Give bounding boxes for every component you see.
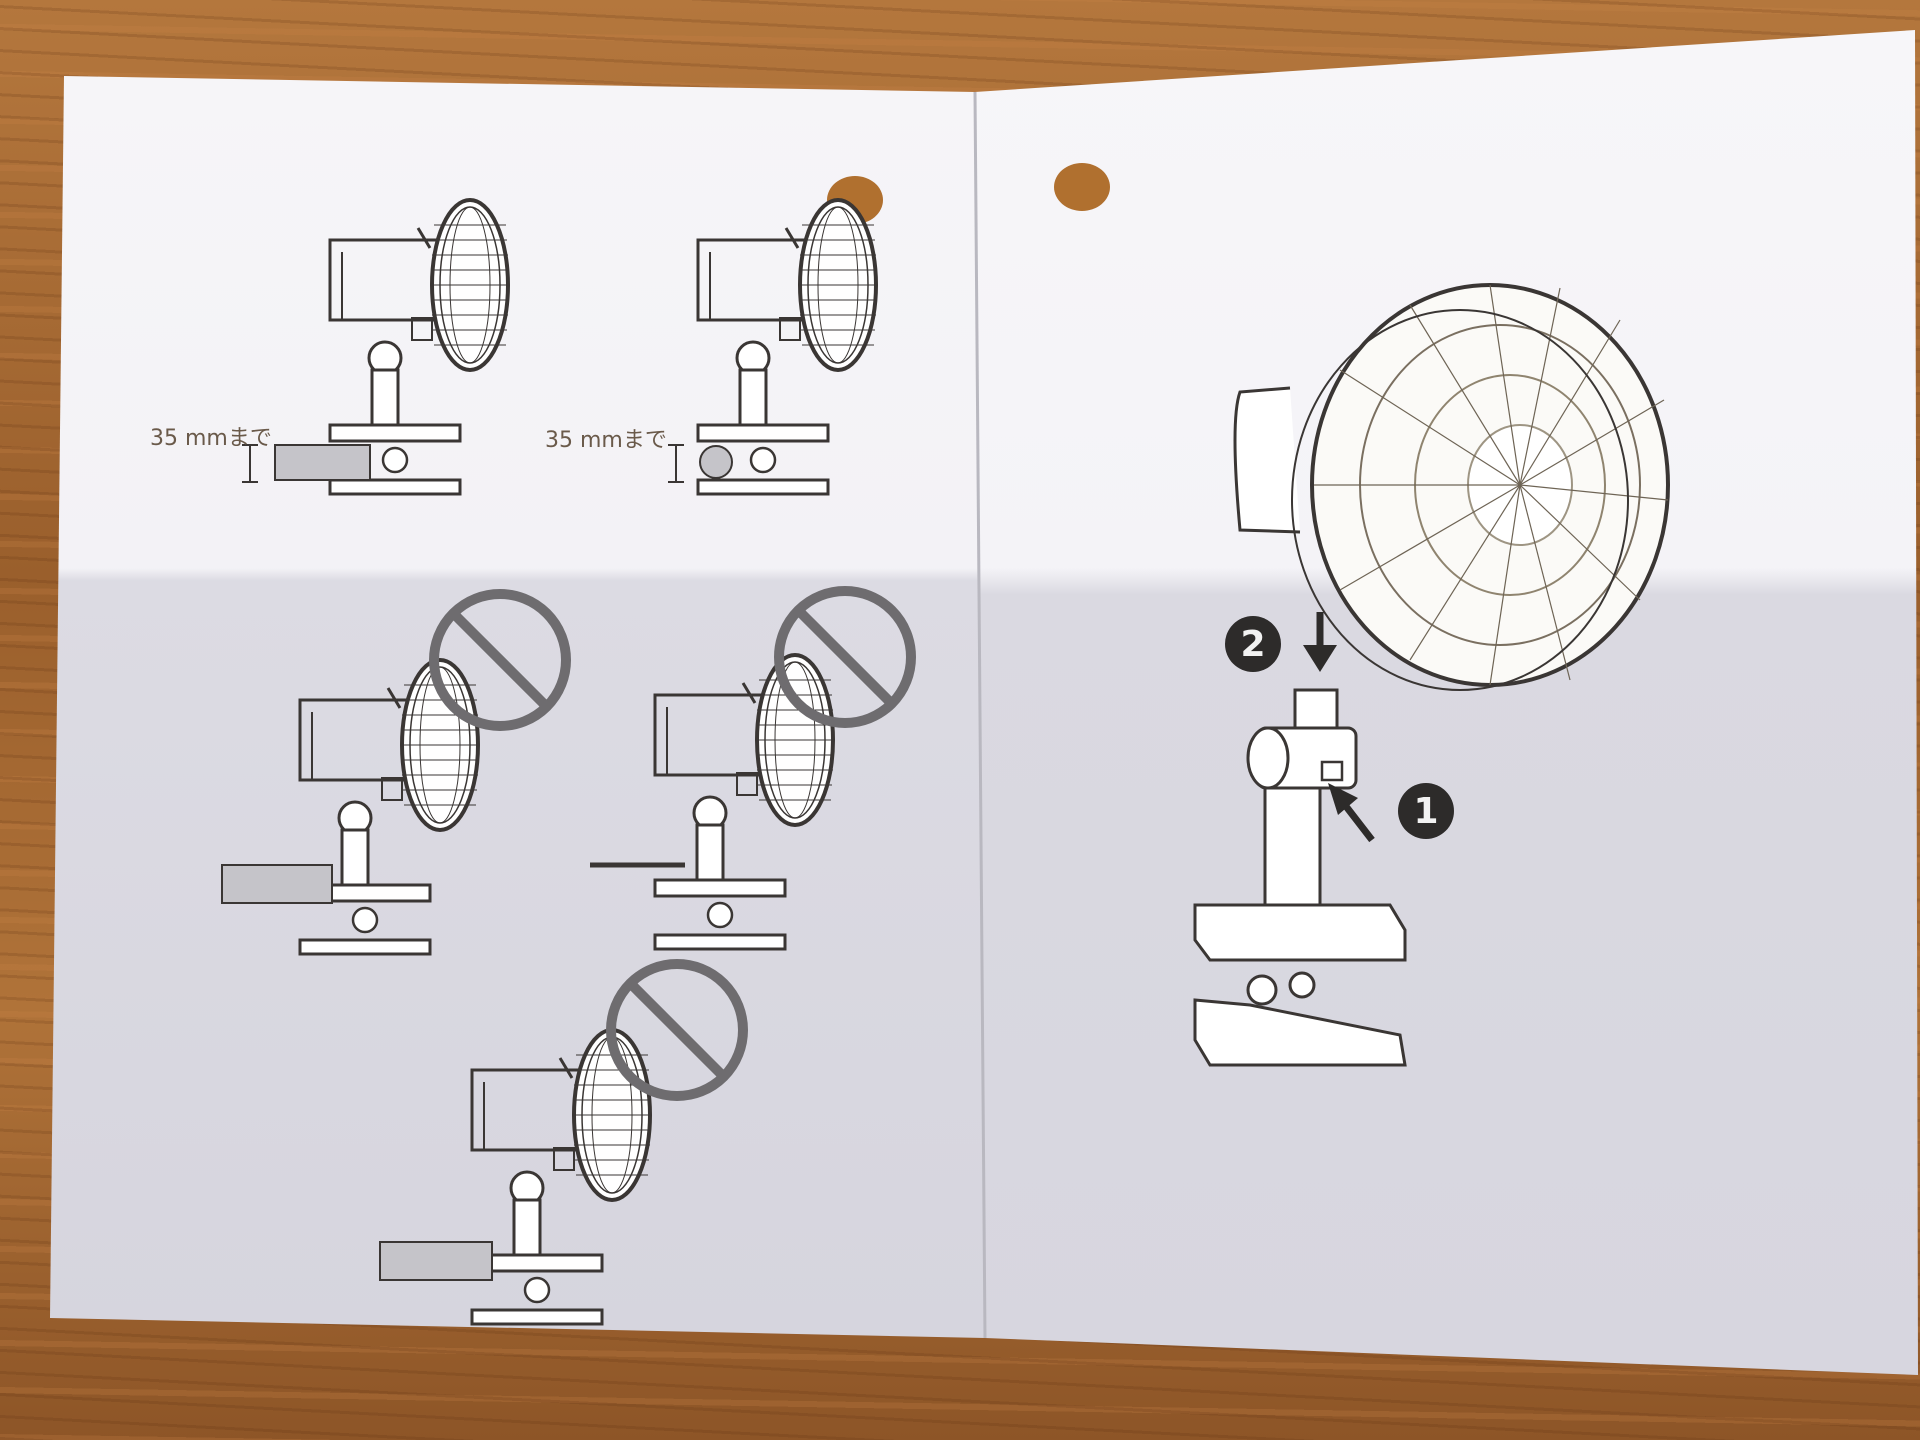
page-fold (973, 91, 987, 1339)
punched-hole-right (1054, 163, 1110, 211)
diagram-round-pipe (668, 198, 878, 496)
arrow-up-left-icon (1328, 783, 1375, 843)
fan-head-illustration (1233, 283, 1670, 691)
diagram-thick-board (242, 198, 510, 496)
clamp-max-label-right: 35 mmまで (545, 428, 667, 453)
clamp-max-label-left: 35 mmまで (150, 426, 272, 451)
diagram-wrong-deep (379, 1028, 652, 1326)
diagram-wrong-tilted (221, 658, 480, 956)
right-page (975, 30, 1918, 1375)
arrow-down-icon (1303, 612, 1337, 672)
stand-assembly-illustration (1193, 688, 1407, 1067)
step-1-badge: 1 (1398, 783, 1454, 839)
step-2-badge: 2 (1225, 616, 1281, 672)
diagram-wrong-thin (590, 653, 835, 951)
